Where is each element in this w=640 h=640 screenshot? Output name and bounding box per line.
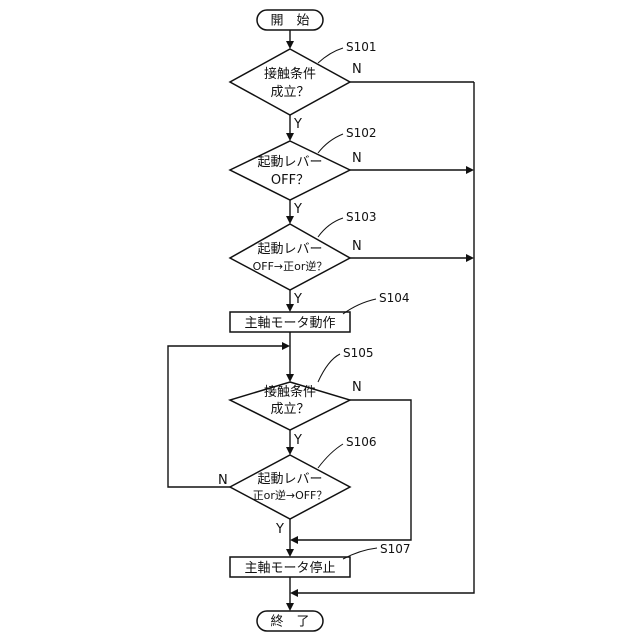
s101-step-label: S101 <box>346 40 377 54</box>
s105-step-label: S105 <box>343 346 374 360</box>
s101-text-line2: 成立？ <box>270 85 309 100</box>
decision-s101 <box>230 49 350 115</box>
s101-no-label: N <box>352 62 362 77</box>
s105-text-line2: 成立？ <box>270 402 309 417</box>
end-label: 終 了 <box>270 614 309 630</box>
s102-no-label: N <box>352 151 362 166</box>
s102-yes-label: Y <box>293 202 302 217</box>
s106-yes-label: Y <box>275 522 284 537</box>
s107-label: 主軸モータ停止 <box>244 560 335 576</box>
decision-s102 <box>230 141 350 200</box>
start-label: 開 始 <box>270 14 309 29</box>
s106-no-label: N <box>218 473 228 488</box>
s106-text-line2: 正or逆→OFF？ <box>253 488 328 502</box>
s106-text-line1: 起動レバー <box>257 472 322 487</box>
s102-text-line2: OFF？ <box>271 173 309 188</box>
s103-text-line2: OFF→正or逆？ <box>253 259 328 273</box>
decision-s106 <box>230 455 350 519</box>
s105-yes-label: Y <box>293 433 302 448</box>
s104-step-label: S104 <box>379 291 410 305</box>
s103-step-label: S103 <box>346 210 377 224</box>
s103-yes-label: Y <box>293 292 302 307</box>
s105-no-label: N <box>352 380 362 395</box>
s106-step-label: S106 <box>346 435 377 449</box>
s102-step-label: S102 <box>346 126 377 140</box>
s103-no-label: N <box>352 239 362 254</box>
s101-text-line1: 接触条件 <box>264 66 316 82</box>
s107-step-label: S107 <box>380 542 411 556</box>
s105-text-line1: 接触条件 <box>264 384 316 400</box>
decision-s103 <box>230 224 350 290</box>
s104-label: 主軸モータ動作 <box>244 316 335 331</box>
s101-yes-label: Y <box>293 117 302 132</box>
s103-text-line1: 起動レバー <box>257 242 322 257</box>
s102-text-line1: 起動レバー <box>257 155 322 170</box>
